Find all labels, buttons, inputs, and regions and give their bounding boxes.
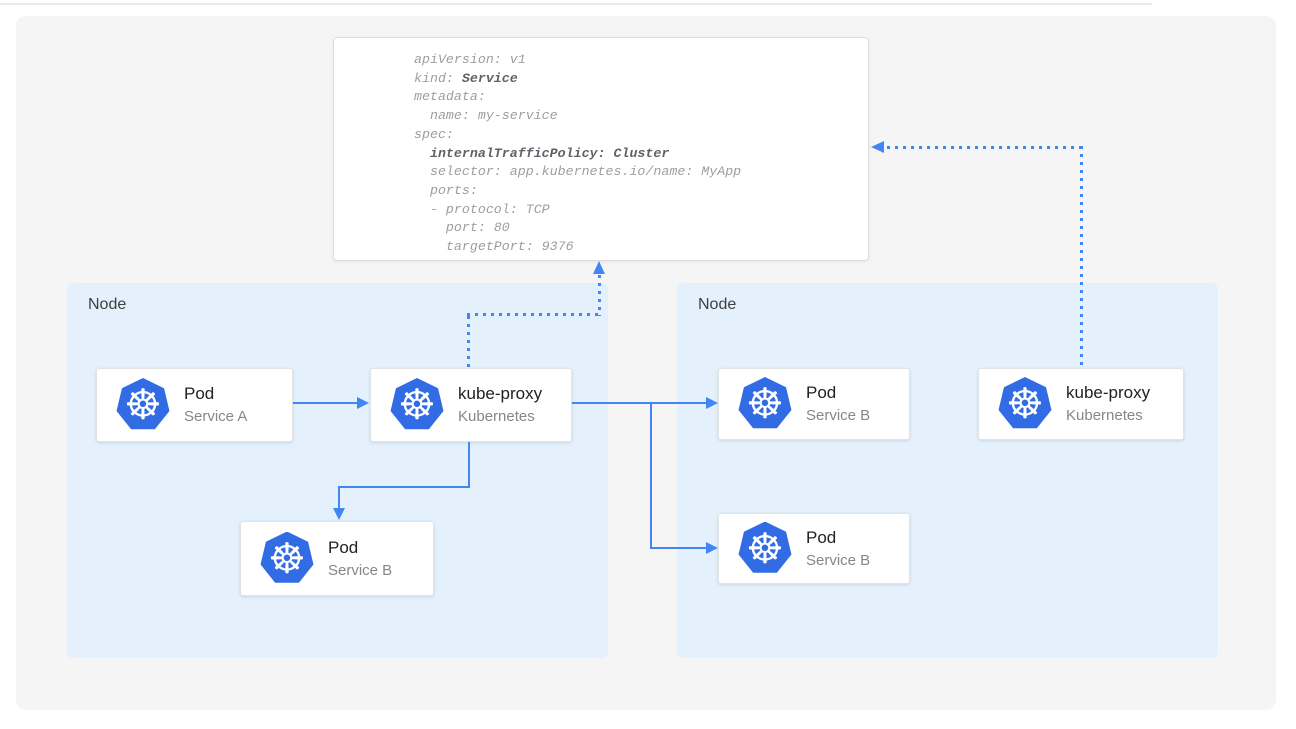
yaml-line: metadata: bbox=[414, 89, 486, 105]
pod-card-service-b-right-top: ☸ Pod Service B bbox=[718, 368, 910, 440]
connector-kube-proxy-down bbox=[468, 442, 470, 488]
pod-card-service-b-left: ☸ Pod Service B bbox=[240, 521, 434, 596]
yaml-line: selector: app.kubernetes.io/name: MyApp bbox=[414, 164, 742, 180]
card-title: Pod bbox=[806, 383, 837, 402]
arrowhead-into-yaml-bottom bbox=[593, 261, 605, 274]
card-title: kube-proxy bbox=[458, 384, 543, 403]
pod-card-service-b-right-bottom: ☸ Pod Service B bbox=[718, 513, 910, 584]
page-top-divider bbox=[0, 3, 1152, 5]
kubernetes-icon: ☸ bbox=[998, 377, 1052, 429]
kubernetes-icon: ☸ bbox=[738, 521, 792, 573]
node-box-left: Node bbox=[67, 283, 608, 658]
yaml-line: - protocol: TCP bbox=[414, 201, 550, 217]
card-title: Pod bbox=[806, 527, 837, 547]
connector-branch-down bbox=[650, 402, 652, 549]
card-subtitle: Kubernetes bbox=[1066, 407, 1143, 424]
yaml-line: name: my-service bbox=[414, 108, 558, 124]
node-label: Node bbox=[88, 296, 127, 313]
arrowhead-into-yaml-right bbox=[871, 141, 884, 153]
connector-pod-a-to-kube-proxy bbox=[293, 402, 358, 404]
card-subtitle: Service A bbox=[184, 408, 248, 425]
node-label: Node bbox=[698, 296, 737, 313]
yaml-line: port: 80 bbox=[414, 220, 510, 236]
kubernetes-icon: ☸ bbox=[260, 531, 314, 583]
yaml-line: ports: bbox=[414, 182, 478, 198]
kubernetes-icon: ☸ bbox=[116, 378, 170, 430]
arrowhead-into-kube-proxy bbox=[357, 397, 369, 409]
dotted-run-left bbox=[887, 146, 1083, 149]
dotted-rise-to-yaml bbox=[598, 275, 601, 316]
card-title: Pod bbox=[184, 384, 215, 403]
arrowhead-into-pod-b-left bbox=[333, 508, 345, 520]
dotted-kube-proxy-left-up bbox=[467, 316, 470, 368]
connector-kube-proxy-left-run bbox=[338, 486, 470, 488]
dotted-kube-proxy-right-up bbox=[1080, 146, 1083, 368]
arrowhead-into-pod-b-right-top bbox=[706, 397, 718, 409]
card-subtitle: Service B bbox=[328, 561, 393, 579]
connector-branch-to-right-pod-bottom bbox=[650, 547, 707, 549]
pod-card-service-a: ☸ Pod Service A bbox=[96, 368, 293, 442]
arrowhead-into-pod-b-right-bottom bbox=[706, 542, 718, 554]
kubernetes-icon: ☸ bbox=[738, 377, 792, 429]
dotted-run-right bbox=[467, 313, 601, 316]
card-title: kube-proxy bbox=[1066, 383, 1151, 402]
yaml-line: apiVersion: v1 bbox=[414, 52, 526, 67]
connector-drop-to-pod-b-left bbox=[338, 486, 340, 509]
card-subtitle: Kubernetes bbox=[458, 408, 535, 425]
card-subtitle: Service B bbox=[806, 551, 871, 569]
kubernetes-icon: ☸ bbox=[390, 378, 444, 430]
service-yaml-card: apiVersion: v1 kind: Service metadata: n… bbox=[333, 37, 869, 261]
connector-kube-proxy-to-right-pod-top bbox=[572, 402, 707, 404]
yaml-line: internalTrafficPolicy: Cluster bbox=[429, 145, 670, 161]
kube-proxy-card-right: ☸ kube-proxy Kubernetes bbox=[978, 368, 1184, 440]
card-title: Pod bbox=[328, 537, 359, 557]
card-subtitle: Service B bbox=[806, 407, 871, 424]
node-box-right: Node bbox=[677, 283, 1218, 658]
kube-proxy-card-left: ☸ kube-proxy Kubernetes bbox=[370, 368, 572, 442]
yaml-line: spec: bbox=[414, 126, 454, 142]
yaml-line: targetPort: 9376 bbox=[414, 239, 574, 255]
yaml-line: kind: Service bbox=[414, 70, 518, 86]
